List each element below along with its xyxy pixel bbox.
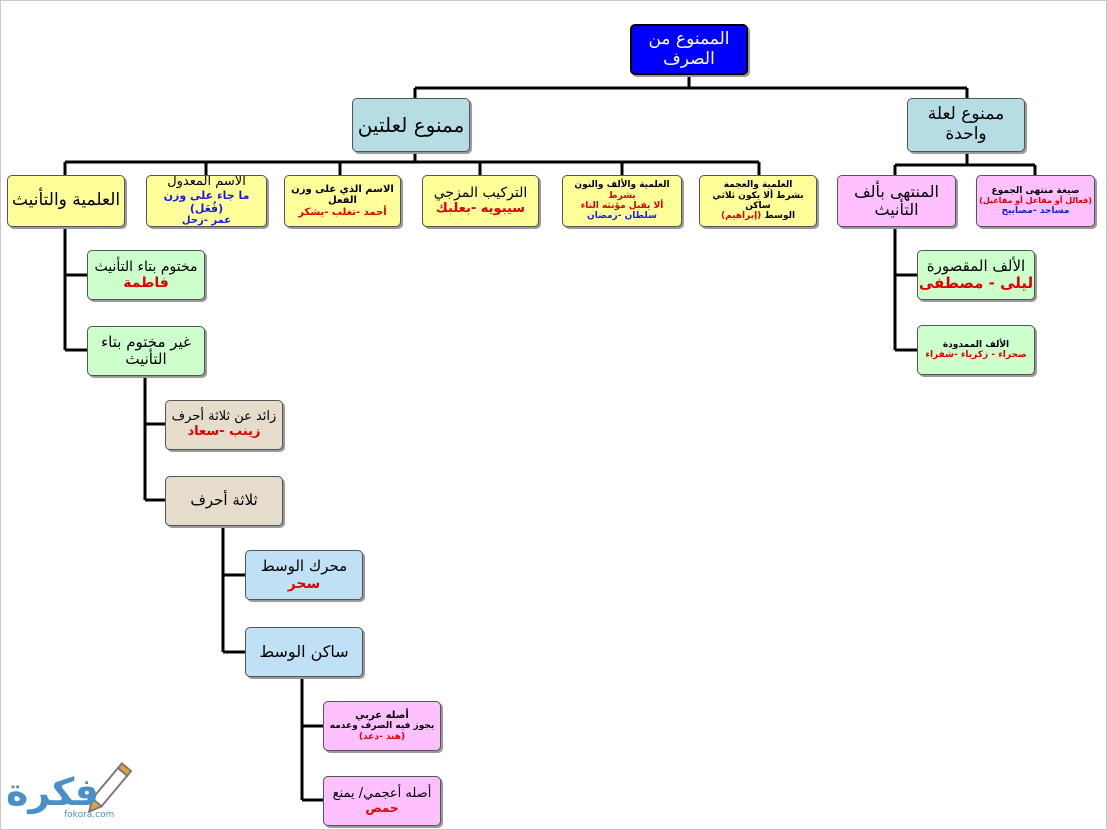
ajama-box: العلمية والعجمة بشرط ألا يكون ثلاثي ساكن… (699, 175, 817, 227)
mid-still-box: ساكن الوسط (245, 627, 363, 677)
maqsura-examples: ليلى - مصطفى (918, 274, 1034, 292)
mid-moving-box: محرك الوسط سحر (245, 550, 363, 600)
ta-ended-title: مختوم بتاء التأنيث (94, 258, 198, 275)
over-three-examples: زينب -سعاد (187, 424, 261, 439)
mid-still-label: ساكن الوسط (259, 641, 349, 661)
arabic-origin-box: أصله عربي يجوز فيه الصرف وعدمه (هند -دعد… (323, 701, 441, 751)
gender-box: العلمية والتأنيث (7, 175, 125, 227)
mid-moving-title: محرك الوسط (260, 557, 348, 576)
gender-label: العلمية والتأنيث (11, 190, 121, 211)
ajama-rule-end: الوسط (764, 211, 796, 222)
root-label-line1: الممنوع من (648, 28, 730, 49)
two-causes-label: ممنوع لعلتين (357, 112, 465, 137)
maadul-rule: ما جاء على وزن (فُعَل) (163, 189, 250, 215)
ajama-rule: بشرط ألا يكون ثلاثي ساكن (712, 190, 804, 211)
ajama-title: العلمية والعجمة (723, 180, 793, 191)
alif-nun-title-row: العلمية والألف والنون بشرط (563, 180, 681, 201)
arabic-origin-title: أصله عربي (355, 709, 409, 721)
compound-title: التركيب المزجي (433, 185, 528, 202)
fokora-logo (6, 761, 156, 826)
not-ta-label-line1: غير مختوم بتاء (101, 332, 191, 351)
ta-ended-example: فاطمة (123, 275, 169, 291)
logo-site: fokora.com (64, 810, 115, 820)
plural-pattern: (فعالل أو مفاعل أو مفاعيل) (979, 196, 1092, 206)
compound-box: التركيب المزجي سيبويه -بعلبك (422, 175, 539, 227)
alif-tanith-box: المنتهى بألف التأنيث (837, 175, 956, 227)
mamduda-box: الألف الممدودة صحراء - زكرياء -شفراء (917, 325, 1035, 375)
alif-tanith-label-line2: التأنيث (874, 200, 919, 219)
foreign-origin-example: حمص (365, 800, 399, 815)
three-box: ثلاثة أحرف (165, 476, 283, 526)
maqsura-title: الألف المقصورة (926, 256, 1026, 275)
compound-examples: سيبويه -بعلبك (435, 200, 526, 216)
plural-title: صيغة منتهى الجموع (991, 186, 1080, 197)
over-three-box: زائد عن ثلاثة أحرف زينب -سعاد (165, 400, 283, 450)
maqsura-box: الألف المقصورة ليلى - مصطفى (917, 250, 1035, 300)
logo-name: فكرة (6, 770, 100, 814)
ajama-example: (إبراهيم) (720, 211, 762, 222)
root-box: الممنوع من الصرف (630, 24, 748, 75)
alif-nun-rule: ألا يقبل مؤنثه التاء (580, 201, 664, 211)
one-cause-box: ممنوع لعلة واحدة (907, 98, 1025, 152)
one-cause-label-line2: واحدة (945, 124, 987, 144)
not-ta-label-line2: التأنيث (125, 350, 167, 368)
two-causes-box: ممنوع لعلتين (352, 98, 470, 152)
verb-form-title: الاسم الذي على وزن الفعل (291, 183, 394, 207)
verb-form-box: الاسم الذي على وزن الفعل أحمد -تغلب -يشك… (284, 175, 401, 227)
over-three-title: زائد عن ثلاثة أحرف (171, 409, 277, 425)
mid-moving-example: سحر (287, 575, 321, 592)
alif-nun-condition: بشرط (608, 190, 636, 201)
plural-examples: مساجد -مصابيح (1001, 205, 1070, 216)
maadul-title: الاسم المعدول (167, 175, 246, 190)
not-ta-box: غير مختوم بتاء التأنيث (87, 326, 205, 376)
verb-form-examples: أحمد -تغلب -يشكر (298, 206, 387, 218)
foreign-origin-box: أصله أعجمي/ يمنع حمص (323, 776, 441, 826)
root-label-line2: الصرف (663, 48, 715, 69)
foreign-origin-title: أصله أعجمي/ يمنع (332, 785, 432, 801)
mamduda-examples: صحراء - زكرياء -شفراء (925, 350, 1027, 360)
one-cause-label-line1: ممنوع لعلة (927, 104, 1005, 125)
alif-tanith-label-line1: المنتهى بألف (854, 181, 939, 201)
ajama-rule-end-row: الوسط (إبراهيم) (721, 211, 795, 221)
arabic-origin-rule: يجوز فيه الصرف وعدمه (329, 721, 435, 732)
alif-nun-box: العلمية والألف والنون بشرط ألا يقبل مؤنث… (562, 175, 682, 227)
ta-ended-box: مختوم بتاء التأنيث فاطمة (87, 250, 205, 300)
alif-nun-examples: سلطان -رمضان (587, 211, 657, 222)
plural-box: صيغة منتهى الجموع (فعالل أو مفاعل أو مفا… (976, 175, 1095, 227)
alif-nun-title: العلمية والألف والنون (574, 180, 670, 191)
pencil-icon (87, 761, 133, 814)
mamduda-title: الألف الممدودة (942, 339, 1010, 350)
three-label: ثلاثة أحرف (190, 491, 258, 510)
maadul-examples: عمر -زحل (181, 215, 232, 227)
maadul-box: الاسم المعدول ما جاء على وزن (فُعَل) عمر… (146, 175, 267, 227)
arabic-origin-examples: (هند -دعد) (358, 731, 406, 742)
